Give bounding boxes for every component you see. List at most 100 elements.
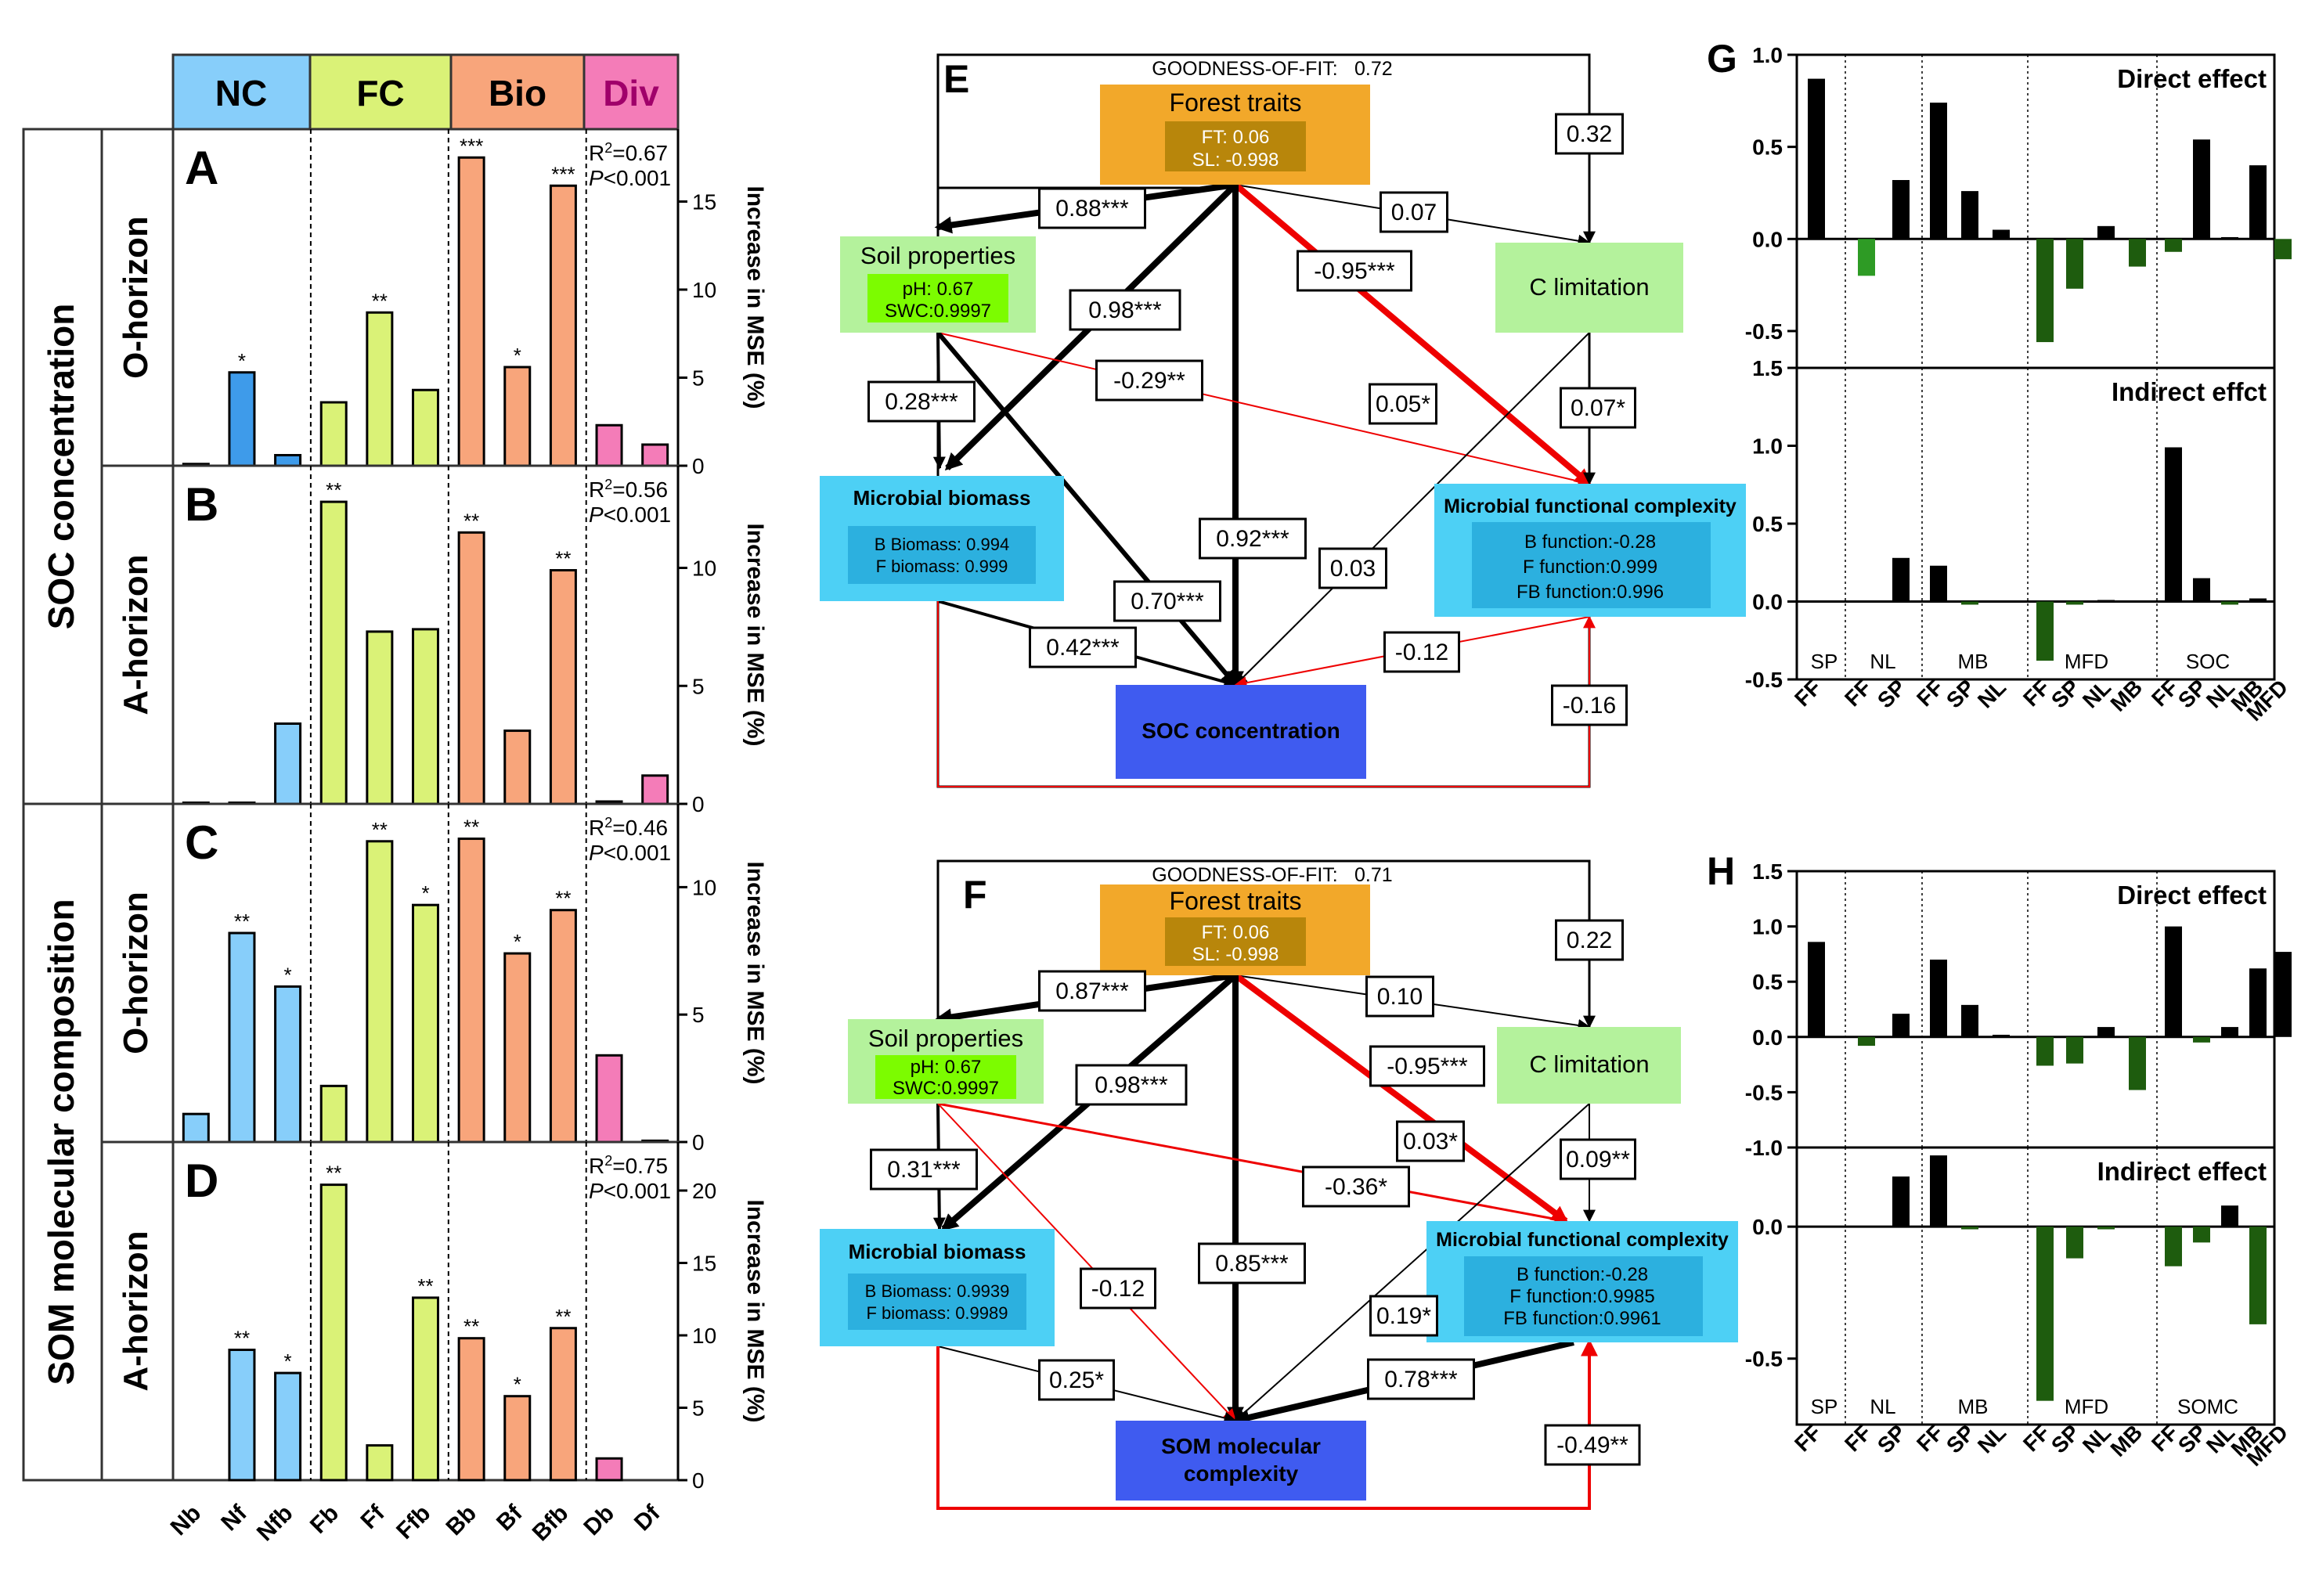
x-label-Ffb: Ffb bbox=[391, 1501, 435, 1544]
node-f-forest-inner bbox=[1165, 917, 1306, 966]
a1-box bbox=[100, 464, 175, 805]
sem-f: F GOODNESS-OF-FIT: 0.71 Forest traits FT… bbox=[820, 859, 1738, 1510]
x-label-Bb: Bb bbox=[441, 1501, 481, 1541]
coef-smb: 0.28*** bbox=[867, 380, 976, 423]
sem-e: E GOODNESS-OF-FIT: 0.72 Forest traits FT… bbox=[820, 53, 1746, 788]
coef-mbm: -0.16 bbox=[1551, 684, 1628, 726]
svg-text:-0.95***: -0.95*** bbox=[1314, 258, 1395, 284]
significance-label: * bbox=[421, 881, 429, 905]
x-label-Db: Db bbox=[579, 1501, 619, 1541]
effect-bar bbox=[2221, 601, 2238, 605]
coef-cmfc: 0.05* bbox=[1369, 383, 1437, 425]
node-f-forest-label: Forest traits bbox=[1170, 887, 1302, 915]
effect-frame bbox=[1795, 1146, 2276, 1426]
effect-title: Direct effect bbox=[2117, 64, 2267, 93]
y-tick-label: 1.0 bbox=[1752, 915, 1783, 939]
bar-Nfb bbox=[274, 722, 302, 805]
effect-bar bbox=[2066, 601, 2083, 605]
bar-Nf bbox=[228, 1349, 256, 1482]
effect-bar bbox=[2274, 239, 2292, 260]
bar-Bfb bbox=[549, 184, 577, 467]
y-tick-label: 0 bbox=[692, 454, 705, 478]
effect-bar bbox=[2193, 1036, 2210, 1043]
coef-smb: 0.31*** bbox=[870, 1148, 978, 1191]
som-row-label: SOM molecular composition bbox=[41, 899, 81, 1385]
group-fc-box bbox=[308, 53, 453, 131]
effect-bar bbox=[1930, 565, 1947, 602]
coef-clt: 0.19* bbox=[1369, 1295, 1438, 1337]
coef-fc: 0.32 bbox=[1555, 113, 1624, 155]
y-tick-label: 5 bbox=[692, 1396, 705, 1421]
svg-text:0.09**: 0.09** bbox=[1566, 1147, 1630, 1173]
x-tick-MB: MB bbox=[2106, 675, 2148, 716]
group-label-MB: MB bbox=[1958, 650, 1989, 673]
bar-Ff bbox=[366, 311, 394, 467]
sem-f-coefficients: 0.220.87***0.100.98***-0.95***0.31***0.0… bbox=[870, 919, 1641, 1466]
node-f-mfc-label: Microbial functional complexity bbox=[1436, 1229, 1729, 1251]
x-label-Nb: Nb bbox=[166, 1501, 207, 1541]
svg-text:0.28***: 0.28*** bbox=[885, 389, 958, 415]
svg-text:0.10: 0.10 bbox=[1377, 984, 1423, 1010]
bar-Df bbox=[641, 774, 669, 805]
effect-bar bbox=[2097, 1227, 2115, 1230]
significance-label: ** bbox=[326, 1162, 341, 1185]
effect-bar bbox=[2036, 1227, 2054, 1401]
r2-label: R2=0.46 bbox=[589, 815, 668, 840]
svg-text:0.31***: 0.31*** bbox=[887, 1157, 961, 1183]
effect-bar bbox=[2066, 1227, 2083, 1259]
bar-Bfb bbox=[549, 909, 577, 1144]
y-tick-label: -0.5 bbox=[1745, 1080, 1783, 1104]
effect-bar bbox=[2165, 239, 2182, 252]
x-label-Bf: Bf bbox=[492, 1500, 528, 1536]
arrow-f-soil-mfc bbox=[937, 1102, 1567, 1226]
significance-label: ** bbox=[372, 289, 388, 312]
node-e-mfc3: FB function:0.996 bbox=[1517, 582, 1664, 603]
node-e-ph: pH: 0.67 bbox=[903, 279, 974, 300]
node-e-mfc2: F function:0.999 bbox=[1523, 557, 1657, 578]
coef-fmb: 0.98*** bbox=[1075, 1064, 1188, 1106]
bar-Nfb bbox=[274, 1371, 302, 1482]
bar-Db bbox=[595, 1054, 623, 1144]
effect-bar bbox=[2193, 578, 2210, 602]
group-label-SP: SP bbox=[1811, 1395, 1838, 1418]
bar-Bfb bbox=[549, 569, 577, 805]
svg-text:-0.36*: -0.36* bbox=[1325, 1174, 1387, 1200]
coef-fmfc: -0.95*** bbox=[1369, 1045, 1485, 1087]
effect-bar bbox=[1892, 1176, 1910, 1227]
y-tick-label: 0 bbox=[692, 1468, 705, 1493]
node-f-som bbox=[1116, 1421, 1366, 1501]
effect-bar bbox=[1961, 601, 1978, 605]
y-tick-label: -1.0 bbox=[1745, 1136, 1783, 1160]
coef-fcl: 0.10 bbox=[1365, 975, 1434, 1018]
x-label-Nfb: Nfb bbox=[252, 1501, 298, 1547]
effect-bar bbox=[2036, 601, 2054, 661]
node-f-sl: SL: -0.998 bbox=[1192, 944, 1279, 965]
bar-Fb bbox=[319, 1084, 348, 1144]
coef-mbm: -0.49** bbox=[1544, 1424, 1641, 1466]
x-tick-NL: NL bbox=[1973, 675, 2011, 712]
node-e-clim-label: C limitation bbox=[1529, 273, 1649, 301]
significance-label: ** bbox=[326, 478, 341, 502]
svg-text:0.03*: 0.03* bbox=[1403, 1129, 1458, 1155]
node-f-clim bbox=[1497, 1027, 1681, 1104]
bar-Nb bbox=[182, 1112, 210, 1144]
svg-text:-0.12: -0.12 bbox=[1091, 1276, 1145, 1302]
significance-label: ** bbox=[463, 509, 479, 532]
effect-bar bbox=[2249, 1227, 2267, 1324]
arrow-e-soil-soc bbox=[936, 331, 1238, 688]
effect-bar bbox=[2193, 1227, 2210, 1243]
r2-label: R2=0.75 bbox=[589, 1153, 668, 1178]
bar-Bfb bbox=[549, 1327, 577, 1482]
p-label: P<0.001 bbox=[589, 841, 671, 865]
row-labels: SOC concentration SOM molecular composit… bbox=[22, 128, 175, 1482]
mse-bar-panels: A**********051015R2=0.67P<0.001Increase … bbox=[171, 128, 768, 1493]
group-nc-box bbox=[171, 53, 312, 131]
node-f-mfc1: B function:-0.28 bbox=[1517, 1264, 1648, 1285]
coef-clt: 0.03 bbox=[1318, 547, 1387, 589]
group-label-SOMC: SOMC bbox=[2177, 1395, 2238, 1418]
node-f-mfc3: FB function:0.9961 bbox=[1503, 1308, 1661, 1329]
y-tick-label: 1.5 bbox=[1752, 859, 1783, 884]
coef-smt: -0.12 bbox=[1080, 1267, 1156, 1310]
